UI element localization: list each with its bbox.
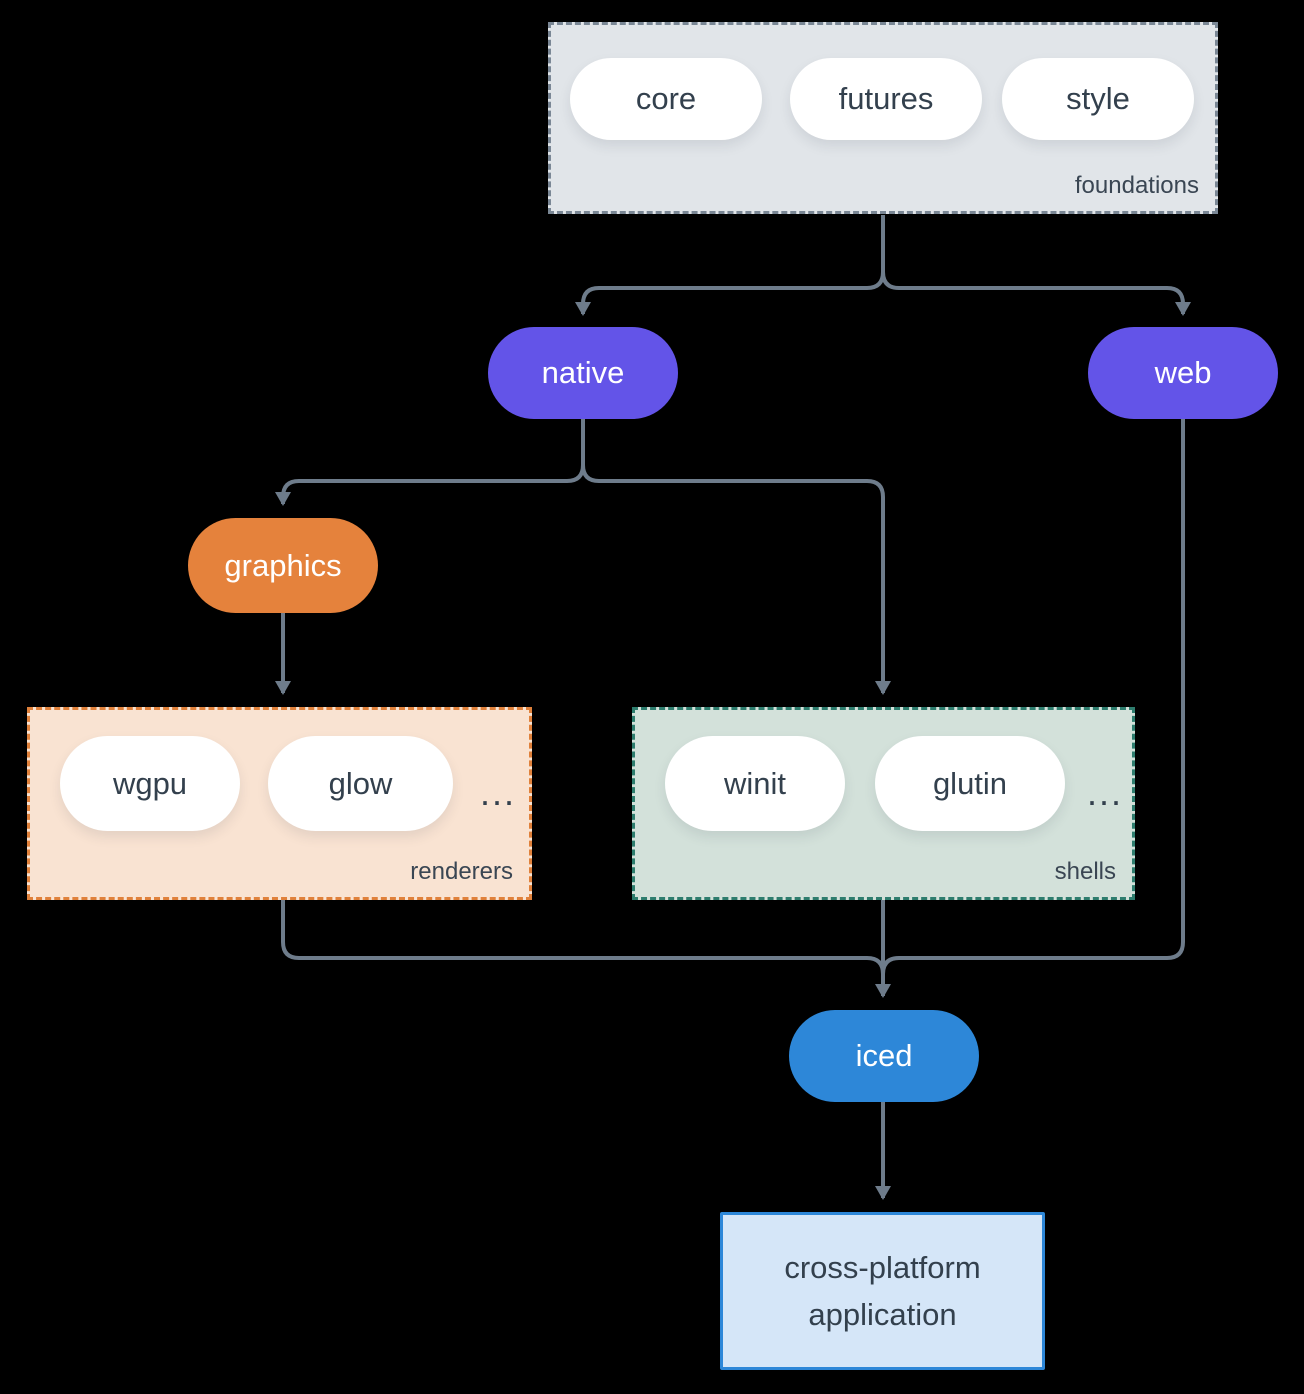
node-glutin-label: glutin: [932, 765, 1008, 801]
node-native-label: native: [541, 355, 625, 390]
node-style: style: [1002, 58, 1194, 140]
edge-foundations-native: [575, 215, 885, 316]
edge-foundations-web: [881, 215, 1191, 316]
node-winit: winit: [665, 736, 845, 831]
renderers-ellipsis: ...: [480, 772, 517, 813]
node-glutin: glutin: [875, 736, 1065, 831]
edge-native-graphics: [275, 419, 585, 506]
node-core-label: core: [635, 81, 697, 116]
node-glow-label: glow: [328, 765, 393, 801]
node-wgpu-label: wgpu: [112, 765, 188, 801]
node-iced: iced: [789, 1010, 979, 1102]
node-futures-label: futures: [838, 81, 934, 116]
foundations-group-label: foundations: [1074, 172, 1199, 199]
node-glow: glow: [268, 736, 453, 831]
shells-ellipsis: ...: [1087, 772, 1124, 813]
renderers-group: wgpu glow ... renderers: [27, 707, 532, 900]
shells-group-label: shells: [1054, 858, 1116, 885]
renderers-group-label: renderers: [410, 858, 513, 885]
node-web-label: web: [1154, 355, 1212, 390]
node-graphics-label: graphics: [224, 547, 342, 583]
node-style-label: style: [1066, 81, 1130, 116]
node-native: native: [488, 327, 678, 419]
node-graphics: graphics: [188, 518, 378, 613]
node-wgpu: wgpu: [60, 736, 240, 831]
edge-renderers-merge: [281, 900, 885, 975]
node-cross-platform-application-label: cross-platform application: [784, 1250, 981, 1332]
foundations-group: core futures style foundations: [548, 22, 1218, 214]
node-web: web: [1088, 327, 1278, 419]
node-winit-label: winit: [723, 765, 786, 801]
shells-group: winit glutin ... shells: [632, 707, 1135, 900]
node-iced-label: iced: [855, 1038, 913, 1073]
node-cross-platform-application: cross-platform application: [720, 1212, 1045, 1370]
node-core: core: [570, 58, 762, 140]
edge-native-shells: [581, 419, 891, 695]
node-futures: futures: [790, 58, 982, 140]
